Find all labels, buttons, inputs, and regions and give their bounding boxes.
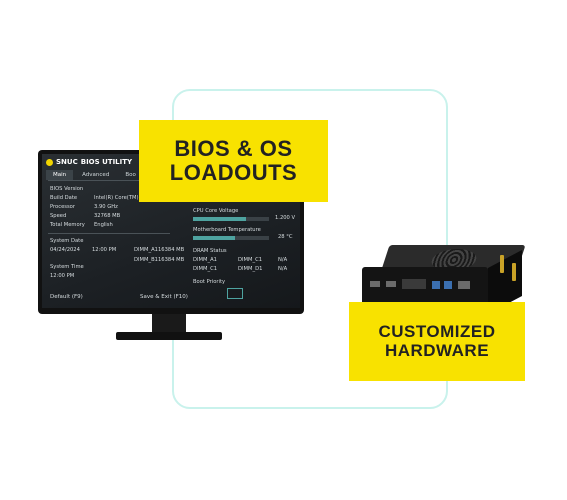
tab-advanced[interactable]: Advanced — [82, 172, 110, 178]
info-value: 32768 MB — [94, 213, 121, 219]
brand-name: SNUC — [56, 158, 78, 166]
bios-label-line1: BIOS & OS — [174, 135, 293, 161]
cpu-voltage-bar — [193, 217, 269, 221]
antenna-icon — [500, 255, 504, 273]
port-icon — [444, 281, 452, 289]
mb-temp-fill — [193, 236, 235, 240]
system-date-value[interactable]: 04/24/2024 — [50, 247, 80, 253]
mb-temp-value: 28 °C — [278, 234, 293, 240]
port-icon — [402, 279, 426, 289]
system-date-time[interactable]: 12:00 PM — [92, 247, 117, 253]
dram-status-label: DRAM Status — [193, 248, 227, 254]
system-date-label: System Date — [50, 238, 84, 244]
antenna-icon — [512, 263, 516, 281]
dram-slot: DIMM_D1 — [238, 266, 263, 272]
info-value: English — [94, 222, 113, 228]
mb-temp-bar — [193, 236, 269, 240]
dram-value: N/A — [278, 266, 288, 272]
port-icon — [386, 281, 396, 287]
info-label: Build Date — [50, 195, 78, 201]
system-time-label: System Time — [50, 264, 84, 270]
boot-priority-label[interactable]: Boot Priority — [193, 279, 226, 285]
dram-slot: DIMM_C1 — [238, 257, 262, 263]
save-exit-button[interactable]: Save & Exit (F10) — [140, 294, 188, 300]
cpu-voltage-label: CPU Core Voltage — [193, 208, 239, 214]
default-button[interactable]: Default (F9) — [50, 294, 83, 300]
info-label: Processor — [50, 204, 75, 210]
dimm-size: 16384 MB — [158, 257, 185, 263]
system-time-value[interactable]: 12:00 PM — [50, 273, 75, 279]
info-value: Intel(R) Core(TM) i7 — [94, 195, 145, 201]
bios-header: SNUC BIOS UTILITY — [46, 158, 132, 166]
dimm-name: DIMM_A1 — [134, 247, 158, 253]
divider — [48, 233, 170, 234]
dimm-size: 16384 MB — [158, 247, 185, 253]
info-label: Speed — [50, 213, 67, 219]
cpu-voltage-fill — [193, 217, 247, 221]
port-icon — [458, 281, 470, 289]
dimm-name: DIMM_B1 — [134, 257, 158, 263]
bios-title: BIOS UTILITY — [80, 158, 133, 166]
bios-tabs: Main Advanced Boo — [46, 170, 143, 180]
port-icon — [370, 281, 380, 287]
bios-os-label: BIOS & OS LOADOUTS — [139, 120, 328, 202]
tab-boot[interactable]: Boo — [125, 172, 136, 178]
hw-label-line2: HARDWARE — [384, 340, 490, 360]
dram-value: N/A — [278, 257, 288, 263]
monitor-stand — [116, 332, 222, 340]
hw-label-line1: CUSTOMIZED — [378, 321, 496, 341]
monitor-neck — [152, 314, 186, 334]
port-icon — [432, 281, 440, 289]
mb-temp-label: Motherboard Temperature — [193, 227, 261, 233]
cpu-voltage-value: 1.200 V — [275, 215, 296, 221]
monitor-icon[interactable] — [227, 288, 243, 299]
dram-slot: DIMM_A1 — [193, 257, 217, 263]
bios-label-line2: LOADOUTS — [169, 160, 298, 185]
info-value: 3.90 GHz — [94, 204, 118, 210]
dram-slot: DIMM_C1 — [193, 266, 217, 272]
bios-version-label: BIOS Version — [50, 186, 84, 192]
snuc-logo-icon — [46, 158, 53, 166]
info-label: Total Memory — [50, 222, 85, 228]
tab-main[interactable]: Main — [46, 170, 74, 180]
customized-hardware-label: CUSTOMIZED HARDWARE — [349, 302, 525, 381]
